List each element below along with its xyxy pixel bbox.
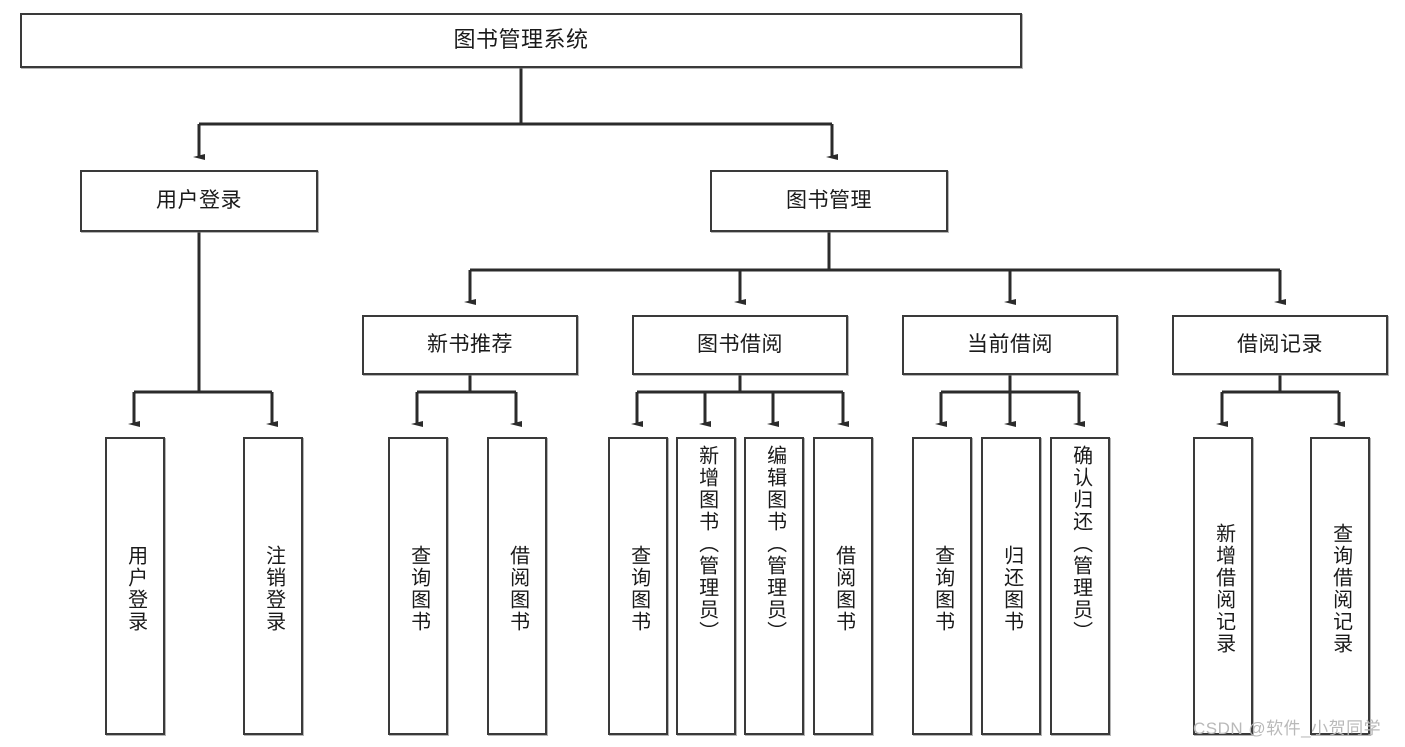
node-label: 新增借阅记录 [1212, 523, 1235, 655]
node-label: 查询借阅记录 [1329, 523, 1352, 655]
node-user-login[interactable]: 用户登录 [80, 170, 318, 232]
node-new-book-recommend[interactable]: 新书推荐 [362, 315, 578, 375]
node-label: 新书推荐 [427, 333, 513, 357]
node-book-manage[interactable]: 图书管理 [710, 170, 948, 232]
leaf-query-borrow-record[interactable]: 查询借阅记录 [1310, 437, 1370, 735]
node-borrow-record[interactable]: 借阅记录 [1172, 315, 1388, 375]
leaf-add-book-admin[interactable]: 新增图书（管理员） [676, 437, 736, 735]
node-label: 新增图书（管理员） [695, 445, 718, 643]
node-label: 注销登录 [262, 545, 285, 633]
leaf-add-borrow-record[interactable]: 新增借阅记录 [1193, 437, 1253, 735]
node-book-borrow[interactable]: 图书借阅 [632, 315, 848, 375]
leaf-borrow-book-recommend[interactable]: 借阅图书 [487, 437, 547, 735]
node-label: 编辑图书（管理员） [763, 445, 786, 643]
node-label: 归还图书 [1000, 545, 1023, 633]
leaf-edit-book-admin[interactable]: 编辑图书（管理员） [744, 437, 804, 735]
node-current-borrow[interactable]: 当前借阅 [902, 315, 1118, 375]
node-label: 当前借阅 [967, 333, 1053, 357]
node-label: 图书借阅 [697, 333, 783, 357]
leaf-user-login[interactable]: 用户登录 [105, 437, 165, 735]
leaf-borrow-book[interactable]: 借阅图书 [813, 437, 873, 735]
leaf-query-book-current[interactable]: 查询图书 [912, 437, 972, 735]
csdn-watermark: CSDN @软件_小贺同学 [1193, 719, 1382, 738]
node-label: 确认归还（管理员） [1069, 445, 1092, 643]
leaf-query-book-recommend[interactable]: 查询图书 [388, 437, 448, 735]
node-label: 借阅图书 [506, 545, 529, 633]
node-label: 用户登录 [156, 189, 242, 213]
leaf-query-book-borrow[interactable]: 查询图书 [608, 437, 668, 735]
node-label: 查询图书 [407, 545, 430, 633]
node-root-system[interactable]: 图书管理系统 [20, 13, 1022, 68]
node-label: 借阅图书 [832, 545, 855, 633]
leaf-user-logout[interactable]: 注销登录 [243, 437, 303, 735]
leaf-confirm-return-admin[interactable]: 确认归还（管理员） [1050, 437, 1110, 735]
leaf-return-book[interactable]: 归还图书 [981, 437, 1041, 735]
node-label: 借阅记录 [1237, 333, 1323, 357]
node-label: 图书管理 [786, 189, 872, 213]
node-label: 查询图书 [931, 545, 954, 633]
node-label: 用户登录 [124, 545, 147, 633]
node-label: 查询图书 [627, 545, 650, 633]
node-label: 图书管理系统 [453, 27, 589, 53]
